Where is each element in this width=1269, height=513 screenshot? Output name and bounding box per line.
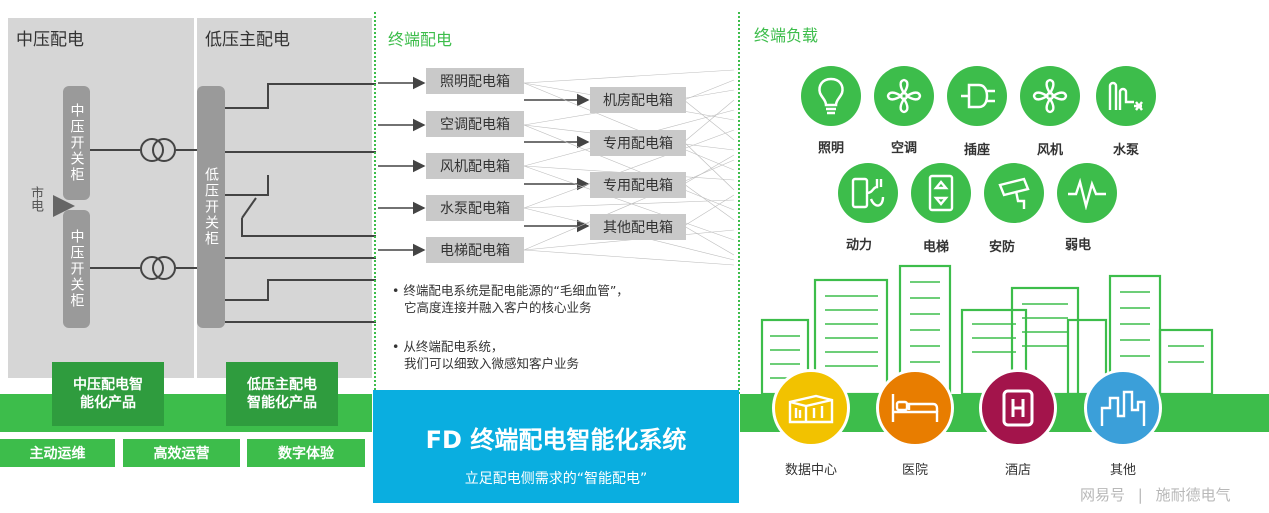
watermark-source: 网易号 [1080, 486, 1126, 504]
load-label-lighting: 照明 [817, 141, 844, 156]
benefit-efficient-operation: 高效运营 [123, 439, 240, 467]
plug-icon [961, 83, 995, 109]
watermark-author: 施耐德电气 [1155, 486, 1231, 504]
load-hvac [874, 66, 934, 126]
building-datacenter [772, 369, 850, 447]
load-power [838, 163, 898, 223]
load-label-power: 动力 [845, 238, 872, 253]
transformer-icon [140, 138, 176, 162]
lv-switchgear: 低压开关柜 [197, 86, 225, 328]
fd-system-box: FD 终端配电智能化系统 立足配电侧需求的“智能配电” [373, 390, 739, 503]
load-socket [947, 66, 1007, 126]
load-fan [1020, 66, 1080, 126]
load-weak-current [1057, 163, 1117, 223]
benefit-proactive-maintenance: 主动运维 [0, 439, 115, 467]
hotel-icon [1002, 389, 1034, 427]
cabinet-dedicated-2: 专用配电箱 [590, 172, 686, 198]
fan-icon [1032, 78, 1068, 114]
load-pump [1096, 66, 1156, 126]
pump-icon [1108, 81, 1143, 111]
cabinet-hvac: 空调配电箱 [426, 111, 524, 137]
loads-title: 终端负载 [754, 26, 819, 45]
watermark: 网易号 | 施耐德电气 [1080, 484, 1231, 505]
lv-title: 低压主配电 [205, 30, 290, 50]
bullet-1-line-2: 它高度连接并融入客户的核心业务 [404, 300, 592, 315]
cabinet-lighting: 照明配电箱 [426, 68, 524, 94]
camera-icon [998, 177, 1030, 209]
lv-product-box: 低压主配电智能化产品 [226, 362, 338, 426]
divider-right [738, 12, 740, 394]
datacenter-icon [788, 394, 834, 424]
cabinet-fan: 风机配电箱 [426, 153, 524, 179]
cabinet-elevator: 电梯配电箱 [426, 237, 524, 263]
divider-left [374, 12, 376, 394]
building-label-hotel: 酒店 [1004, 463, 1031, 478]
terminal-title: 终端配电 [388, 30, 453, 49]
building-label-other: 其他 [1109, 463, 1136, 478]
bullet-point-2: • 从终端配电系统， 我们可以细致入微感知客户业务 [392, 338, 732, 372]
mv-title: 中压配电 [16, 30, 84, 50]
city-icon [1100, 390, 1146, 426]
bullet-point-1: • 终端配电系统是配电能源的“毛细血管”， 它高度连接并融入客户的核心业务 [392, 282, 732, 316]
cabinet-machine-room: 机房配电箱 [590, 87, 686, 113]
bulb-icon [818, 77, 844, 115]
watermark-separator: | [1137, 486, 1143, 504]
power-icon [851, 177, 885, 209]
bullet-2-line-1: 从终端配电系统， [403, 339, 504, 354]
benefit-digital-experience: 数字体验 [247, 439, 365, 467]
load-label-fan: 风机 [1036, 143, 1063, 158]
mv-lv-wiring [53, 83, 376, 323]
fd-system-subtitle: 立足配电侧需求的“智能配电” [464, 471, 648, 487]
building-other [1084, 369, 1162, 447]
load-security [984, 163, 1044, 223]
bed-icon [891, 394, 939, 422]
fan-icon [886, 78, 922, 114]
load-elevator [911, 163, 971, 223]
cabinet-dedicated-1: 专用配电箱 [590, 130, 686, 156]
load-label-security: 安防 [988, 240, 1015, 255]
mv-product-box: 中压配电智能化产品 [52, 362, 164, 426]
mv-switchgear-bottom: 中压开关柜 [63, 210, 90, 328]
load-label-weak-current: 弱电 [1064, 238, 1091, 253]
building-label-hospital: 医院 [901, 463, 928, 478]
load-label-hvac: 空调 [890, 141, 917, 156]
grid-label: 市电 [28, 186, 43, 212]
signal-icon [1068, 177, 1106, 210]
cabinet-other: 其他配电箱 [590, 214, 686, 240]
building-hospital [876, 369, 954, 447]
bullet-1-line-1: 终端配电系统是配电能源的“毛细血管”， [403, 283, 629, 298]
lv-panel [197, 18, 372, 378]
transformer-icon [140, 256, 176, 280]
load-label-elevator: 电梯 [922, 240, 949, 255]
load-label-pump: 水泵 [1112, 143, 1139, 158]
building-label-datacenter: 数据中心 [784, 463, 837, 478]
elevator-icon [928, 174, 954, 212]
fd-system-title: FD 终端配电智能化系统 [425, 426, 687, 454]
city-skyline [760, 264, 1214, 394]
load-label-socket: 插座 [963, 143, 990, 158]
building-hotel [979, 369, 1057, 447]
bullet-2-line-2: 我们可以细致入微感知客户业务 [404, 356, 580, 371]
mv-panel [8, 18, 194, 378]
load-lighting [801, 66, 861, 126]
mv-switchgear-top: 中压开关柜 [63, 86, 90, 200]
grid-source-icon [53, 195, 75, 217]
cabinet-pump: 水泵配电箱 [426, 195, 524, 221]
